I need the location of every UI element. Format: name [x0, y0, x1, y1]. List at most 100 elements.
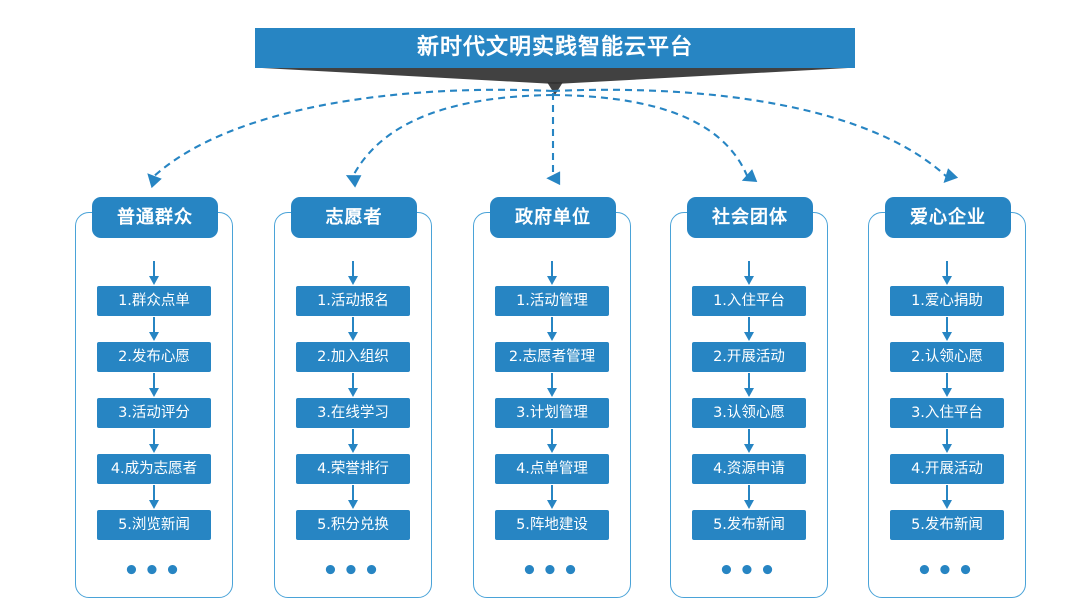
- step-arrow-down-icon: [473, 484, 631, 510]
- step-item[interactable]: 2.发布心愿: [97, 342, 211, 372]
- step-item-label: 1.入住平台: [713, 292, 785, 309]
- step-item[interactable]: 2.加入组织: [296, 342, 410, 372]
- step-arrow-down-icon: [670, 316, 828, 342]
- step-arrow-down-icon: [868, 372, 1026, 398]
- step-item[interactable]: 1.活动报名: [296, 286, 410, 316]
- step-item[interactable]: 3.活动评分: [97, 398, 211, 428]
- step-item-label: 4.资源申请: [713, 460, 785, 477]
- step-item[interactable]: 3.在线学习: [296, 398, 410, 428]
- step-item[interactable]: 5.阵地建设: [495, 510, 609, 540]
- column-steps: 1.活动管理 2.志愿者管理 3.计划管理 4.点单管理 5.阵地建设 •••: [473, 260, 631, 584]
- column-header-label: 普通群众: [117, 206, 193, 228]
- step-arrow-down-icon: [670, 484, 828, 510]
- step-item[interactable]: 1.入住平台: [692, 286, 806, 316]
- column-header-1[interactable]: 普通群众: [92, 197, 218, 238]
- column-header-label: 社会团体: [712, 206, 788, 228]
- step-item-label: 5.发布新闻: [911, 516, 983, 533]
- step-item-label: 3.认领心愿: [713, 404, 785, 421]
- step-arrow-down-icon: [868, 428, 1026, 454]
- step-arrow-down-icon: [75, 484, 233, 510]
- step-item-label: 5.发布新闻: [713, 516, 785, 533]
- role-column: 志愿者 1.活动报名 2.加入组织 3.在线学习 4.荣誉排行 5.积分兑换 •••: [274, 197, 434, 600]
- step-item[interactable]: 4.点单管理: [495, 454, 609, 484]
- step-item[interactable]: 1.爱心捐助: [890, 286, 1004, 316]
- column-header-5[interactable]: 爱心企业: [885, 197, 1011, 238]
- step-item-label: 5.阵地建设: [516, 516, 588, 533]
- step-arrow-down-icon: [75, 260, 233, 286]
- step-item[interactable]: 4.开展活动: [890, 454, 1004, 484]
- connector-to-column-5: [552, 88, 959, 184]
- step-arrow-down-icon: [670, 372, 828, 398]
- more-items-ellipsis: •••: [322, 556, 384, 586]
- step-item[interactable]: 4.荣誉排行: [296, 454, 410, 484]
- connector-to-column-2: [345, 93, 554, 188]
- step-item[interactable]: 3.计划管理: [495, 398, 609, 428]
- step-item-label: 4.荣誉排行: [317, 460, 389, 477]
- step-arrow-down-icon: [274, 484, 432, 510]
- page-title: 新时代文明实践智能云平台: [416, 35, 693, 60]
- step-item-label: 2.志愿者管理: [508, 348, 596, 365]
- role-column: 普通群众 1.群众点单 2.发布心愿 3.活动评分 4.成为志愿者 5.浏览新闻 •••: [75, 197, 235, 600]
- step-arrow-down-icon: [274, 372, 432, 398]
- step-arrow-down-icon: [473, 372, 631, 398]
- connector-to-column-1: [147, 88, 554, 189]
- column-steps: 1.活动报名 2.加入组织 3.在线学习 4.荣誉排行 5.积分兑换 •••: [274, 260, 432, 584]
- role-column: 社会团体 1.入住平台 2.开展活动 3.认领心愿 4.资源申请 5.发布新闻 •••: [670, 197, 830, 600]
- more-items-ellipsis: •••: [916, 556, 978, 586]
- step-item-label: 4.开展活动: [911, 460, 983, 477]
- step-item[interactable]: 3.入住平台: [890, 398, 1004, 428]
- step-item-label: 4.点单管理: [516, 460, 588, 477]
- step-item-label: 5.浏览新闻: [118, 516, 190, 533]
- column-header-4[interactable]: 社会团体: [687, 197, 813, 238]
- step-arrow-down-icon: [670, 260, 828, 286]
- column-steps: 1.爱心捐助 2.认领心愿 3.入住平台 4.开展活动 5.发布新闻 •••: [868, 260, 1026, 584]
- column-header-label: 志愿者: [325, 206, 383, 228]
- column-steps: 1.群众点单 2.发布心愿 3.活动评分 4.成为志愿者 5.浏览新闻 •••: [75, 260, 233, 584]
- step-arrow-down-icon: [473, 428, 631, 454]
- more-items-ellipsis: •••: [718, 556, 780, 586]
- column-steps: 1.入住平台 2.开展活动 3.认领心愿 4.资源申请 5.发布新闻 •••: [670, 260, 828, 584]
- title-shadow-arrow-tip: [547, 82, 563, 95]
- step-item[interactable]: 3.认领心愿: [692, 398, 806, 428]
- column-header-2[interactable]: 志愿者: [291, 197, 417, 238]
- step-item-label: 1.爱心捐助: [911, 292, 983, 309]
- step-arrow-down-icon: [75, 372, 233, 398]
- step-item-label: 2.开展活动: [713, 348, 785, 365]
- step-item[interactable]: 5.积分兑换: [296, 510, 410, 540]
- more-items-ellipsis: •••: [123, 556, 185, 586]
- step-item-label: 1.活动报名: [317, 292, 389, 309]
- step-arrow-down-icon: [868, 316, 1026, 342]
- step-arrow-down-icon: [868, 484, 1026, 510]
- step-item[interactable]: 2.认领心愿: [890, 342, 1004, 372]
- more-items-ellipsis: •••: [521, 556, 583, 586]
- title-shadow-chevron: [262, 68, 848, 84]
- step-arrow-down-icon: [473, 260, 631, 286]
- column-header-label: 政府单位: [515, 206, 591, 228]
- step-item-label: 5.积分兑换: [317, 516, 389, 533]
- title-bar: 新时代文明实践智能云平台: [255, 28, 855, 68]
- step-item[interactable]: 4.成为志愿者: [97, 454, 211, 484]
- step-item-label: 3.计划管理: [516, 404, 588, 421]
- step-arrow-down-icon: [274, 428, 432, 454]
- step-arrow-down-icon: [274, 316, 432, 342]
- step-item[interactable]: 4.资源申请: [692, 454, 806, 484]
- column-header-label: 爱心企业: [910, 206, 986, 228]
- role-column: 爱心企业 1.爱心捐助 2.认领心愿 3.入住平台 4.开展活动 5.发布新闻 •••: [868, 197, 1028, 600]
- step-item-label: 1.群众点单: [118, 292, 190, 309]
- column-header-3[interactable]: 政府单位: [490, 197, 616, 238]
- step-item-label: 2.发布心愿: [118, 348, 190, 365]
- step-item[interactable]: 2.志愿者管理: [495, 342, 609, 372]
- platform-title-banner: 新时代文明实践智能云平台: [255, 28, 855, 95]
- step-item-label: 1.活动管理: [516, 292, 588, 309]
- role-column: 政府单位 1.活动管理 2.志愿者管理 3.计划管理 4.点单管理 5.阵地建设 •••: [473, 197, 633, 600]
- connector-to-column-4: [552, 93, 758, 182]
- step-arrow-down-icon: [274, 260, 432, 286]
- step-arrow-down-icon: [868, 260, 1026, 286]
- step-item[interactable]: 1.活动管理: [495, 286, 609, 316]
- step-item[interactable]: 5.发布新闻: [890, 510, 1004, 540]
- step-item[interactable]: 5.发布新闻: [692, 510, 806, 540]
- step-item[interactable]: 5.浏览新闻: [97, 510, 211, 540]
- step-item[interactable]: 1.群众点单: [97, 286, 211, 316]
- step-item[interactable]: 2.开展活动: [692, 342, 806, 372]
